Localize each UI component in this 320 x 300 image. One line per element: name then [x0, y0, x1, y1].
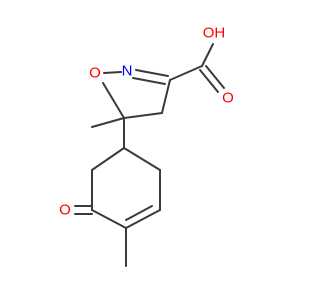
- bond-c5-c4: [123, 112, 163, 119]
- ketone-oxygen-label: O: [59, 202, 71, 219]
- bond-cooh-double-o-a: [199, 69, 219, 93]
- bond-cooh-to-oh: [201, 43, 214, 67]
- bond-ring-3-inner: [125, 205, 153, 221]
- bond-ring-4: [91, 209, 127, 229]
- bond-n-c3-double-b: [132, 77, 166, 85]
- bond-c5-methyl: [91, 117, 125, 128]
- molecule-structure: OH O O N O: [59, 25, 234, 267]
- bond-ring-1: [123, 147, 161, 171]
- bond-ring-3: [125, 209, 161, 229]
- bond-o-n: [103, 71, 122, 74]
- bond-c3-to-cooh: [169, 65, 203, 81]
- acid-carbonyl-oxygen-label: O: [222, 90, 234, 107]
- ring-oxygen-label: O: [89, 65, 101, 82]
- bond-n-c3-double-a: [135, 69, 169, 77]
- bond-lines: [74, 43, 225, 267]
- bond-cooh-double-o-b: [205, 65, 225, 89]
- bond-c5-o: [102, 82, 125, 119]
- structure-canvas: OH O O N O: [59, 24, 234, 267]
- bond-ring-6: [91, 147, 125, 171]
- hydroxyl-label: OH: [203, 25, 226, 42]
- ring-nitrogen-label: N: [122, 63, 133, 80]
- bond-c4-c3: [161, 79, 171, 114]
